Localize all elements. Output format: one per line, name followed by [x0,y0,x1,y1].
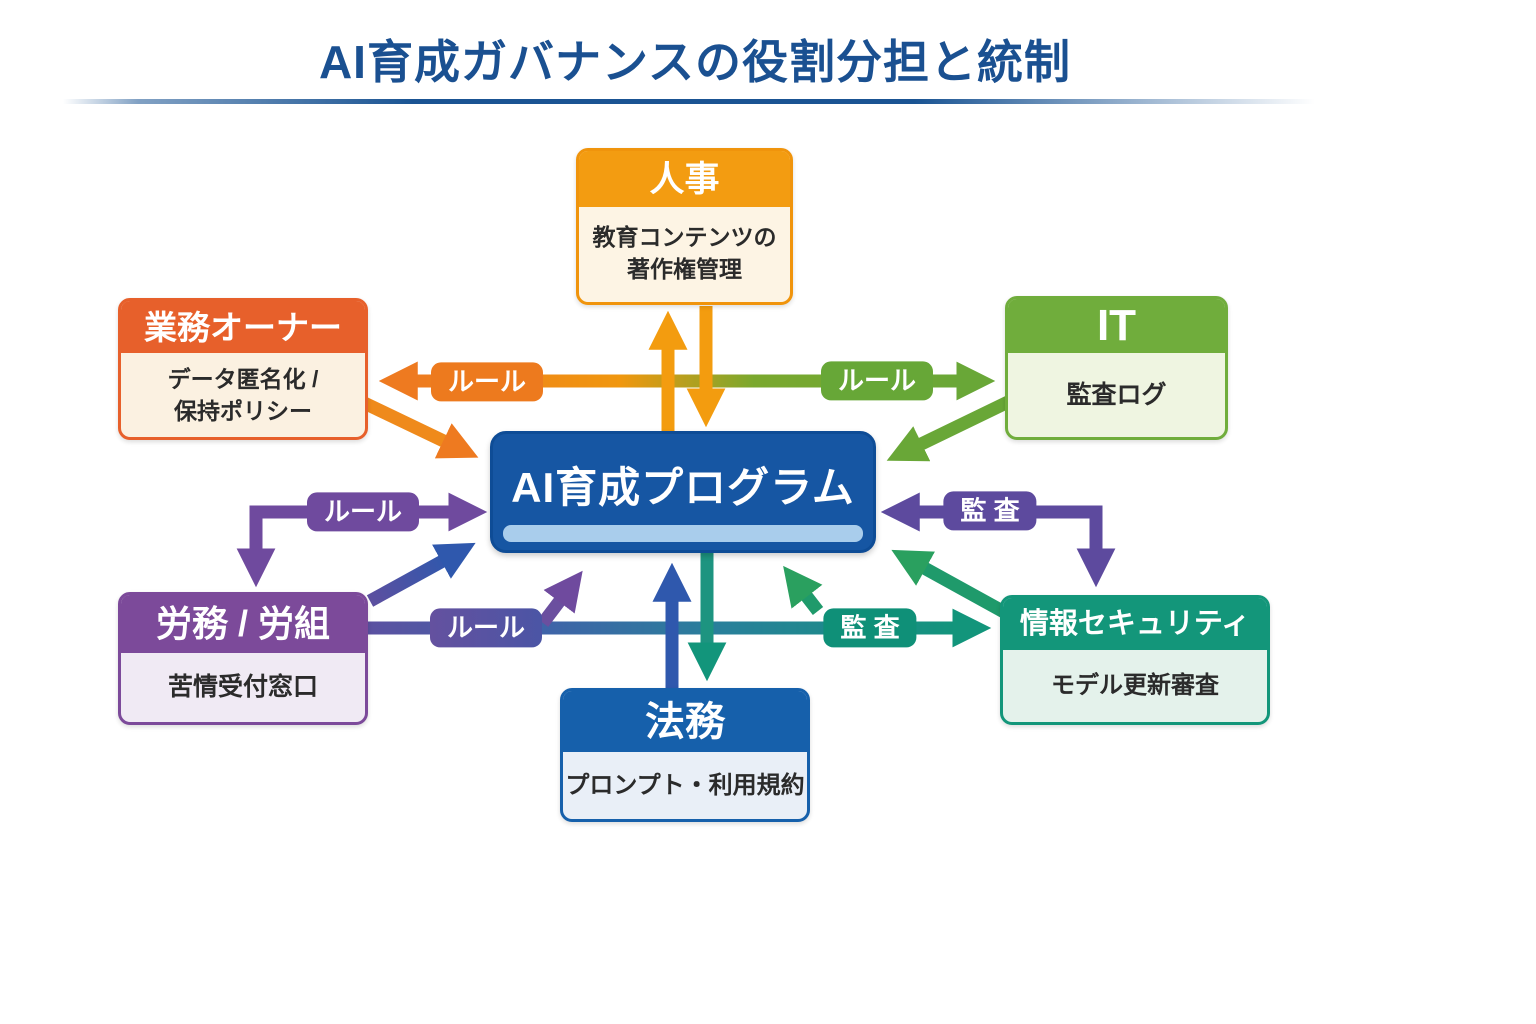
arrow-infosec-to-center [891,549,1008,618]
edge-label-audit-elbow: 監 査 [943,491,1037,531]
node-business-owner-title: 業務オーナー [121,301,365,353]
arrow-business-to-center [355,394,479,459]
arrow-auditline-to-center [783,565,824,615]
edge-label-audit-line: 監 査 [823,608,917,648]
node-hr-detail-line1: 教育コンテンツの [592,223,777,250]
node-infosec-detail-line1: モデル更新審査 [1051,672,1219,700]
node-it-detail: 監査ログ [1008,353,1225,437]
edge-label-rule-labor-elbow: ルール [306,492,420,532]
node-hr-detail: 教育コンテンツの 著作権管理 [579,207,790,299]
arrow-it-to-center [886,396,1011,462]
center-program-box: AI育成プログラム [490,431,876,553]
node-legal-detail: プロンプト・利用規約 [563,752,807,819]
node-business-owner-detail: データ匿名化 / 保持ポリシー [121,353,365,437]
node-infosec-detail: モデル更新審査 [1003,650,1267,722]
title-underline [63,99,1315,104]
center-program-strip [503,525,863,542]
node-infosec-title: 情報セキュリティ [1003,598,1267,650]
node-legal-detail-line1: プロンプト・利用規約 [565,771,805,799]
node-it-title: IT [1008,299,1225,353]
arrow-labor-to-center [366,542,476,607]
node-hr-title: 人事 [579,151,790,207]
page-title: AI育成ガバナンスの役割分担と統制 [318,36,1072,88]
node-labor-detail-line1: 苦情受付窓口 [167,673,318,701]
node-hr-detail-line2: 著作権管理 [627,256,742,282]
node-legal-title: 法務 [563,691,807,752]
arrow-ruleline-to-center [537,570,583,627]
node-it: IT 監査ログ [1005,296,1228,440]
node-infosec: 情報セキュリティ モデル更新審査 [1000,595,1270,725]
node-business-owner-detail-line2: 保持ポリシー [174,398,312,424]
node-it-detail-line1: 監査ログ [1066,380,1167,409]
node-labor: 労務 / 労組 苦情受付窓口 [118,592,368,725]
node-business-owner-detail-line1: データ匿名化 / [167,365,319,392]
node-business-owner: 業務オーナー データ匿名化 / 保持ポリシー [118,298,368,440]
edge-label-rule-it: ルール [820,361,934,401]
edge-label-rule-business: ルール [430,362,544,402]
node-legal: 法務 プロンプト・利用規約 [560,688,810,822]
center-program-label: AI育成プログラム [511,463,855,511]
node-labor-detail: 苦情受付窓口 [121,653,365,722]
node-hr: 人事 教育コンテンツの 著作権管理 [576,148,793,305]
node-labor-title: 労務 / 労組 [121,595,365,653]
edge-label-rule-labor-line: ルール [429,608,543,648]
